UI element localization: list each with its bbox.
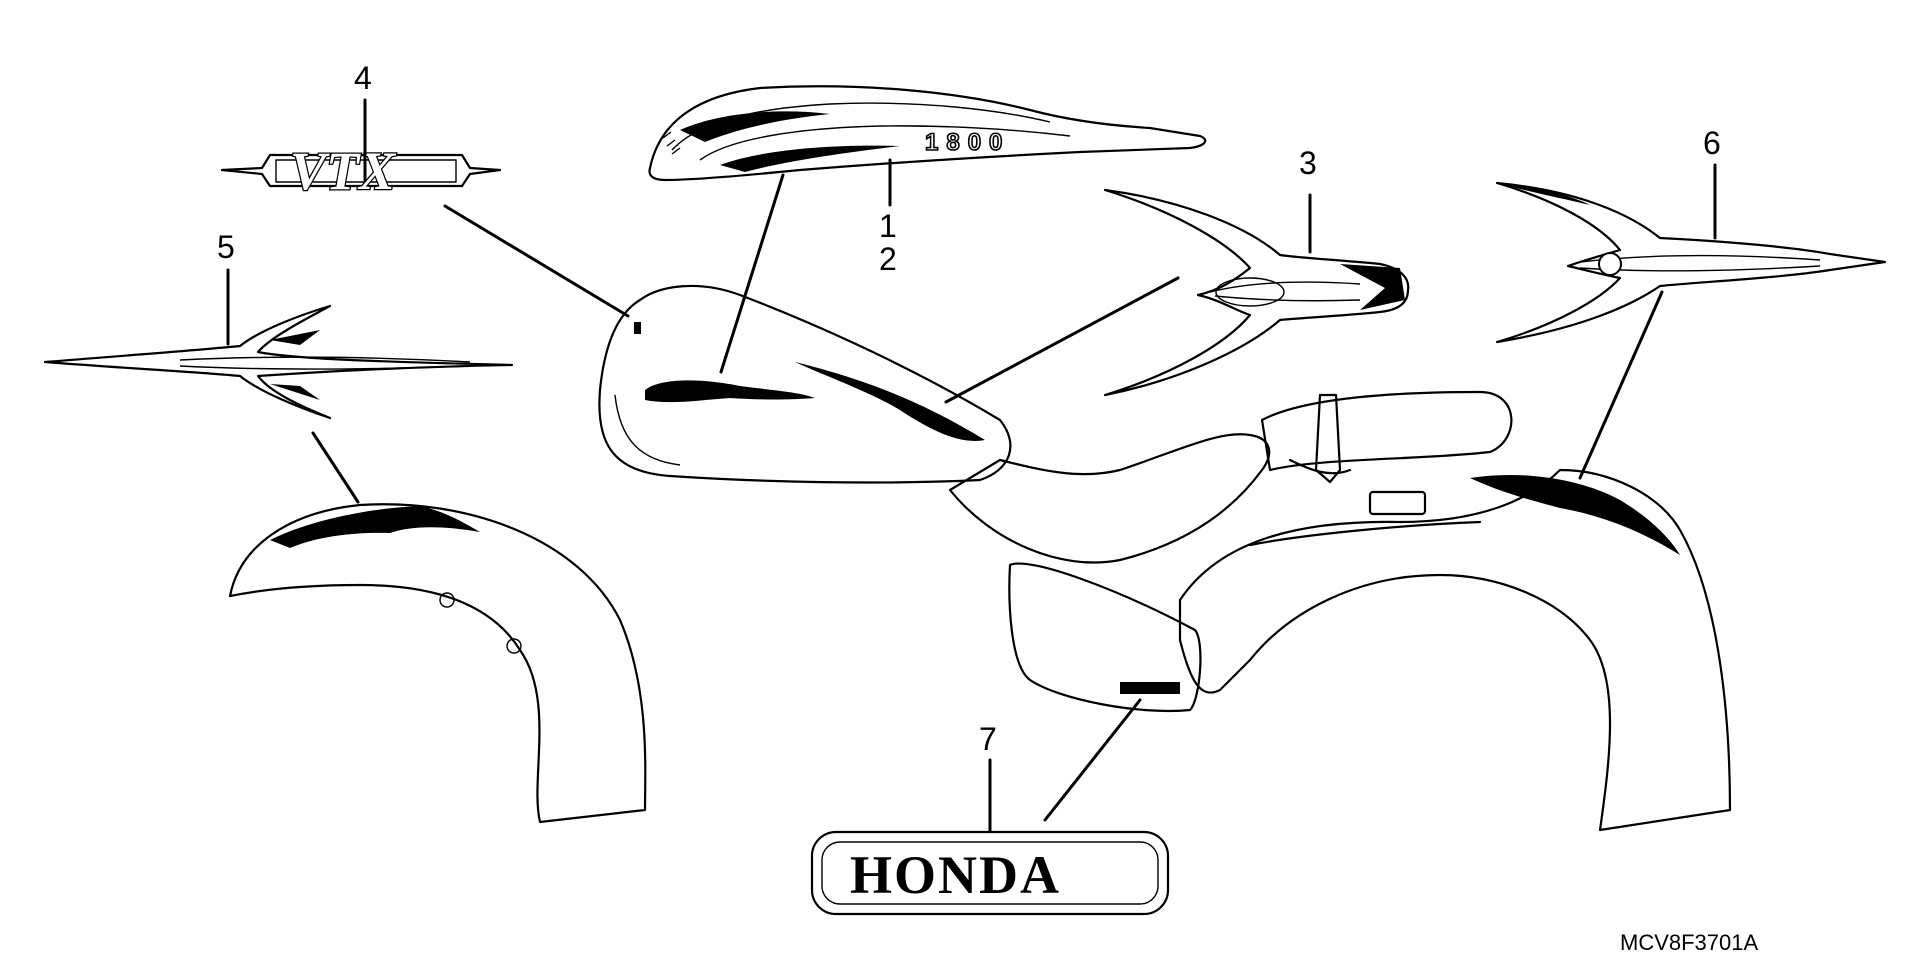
tank-stripe-1800-part-1-2[interactable]: 1800 [648,85,1207,182]
diagram-code: MCV8F3701A [1620,930,1759,955]
callout-6: 6 [1703,125,1721,161]
callout-7: 7 [979,721,997,757]
rear-fender-outline [1178,468,1732,832]
leader-line-1-to-tank [719,173,785,374]
leader-line-7-to-cover [1043,698,1142,822]
callout-2: 2 [879,241,897,277]
honda-emblem-part-7[interactable]: HONDA [810,830,1170,916]
callout-5: 5 [217,229,235,265]
side-cover-outline [1008,562,1202,713]
front-fender-outline [228,503,647,824]
tank-flame-decal-part-3[interactable] [1103,188,1410,397]
vtx-emblem-text: VTX [290,141,397,201]
leader-line-4-to-tank [443,204,630,318]
tank-stripe-number: 1800 [925,129,1010,156]
front-fender-decal-part-5[interactable] [43,304,514,420]
honda-emblem-text: HONDA [850,845,1061,905]
callout-4: 4 [354,60,372,96]
callout-3: 3 [1299,145,1317,181]
vtx-emblem-part-4[interactable]: VTX [220,140,502,202]
fuel-tank-outline [598,284,1012,484]
callout-1: 1 [879,208,897,244]
leader-line-3-to-tank [944,276,1180,404]
seat-outline [948,390,1513,564]
leader-line-5-to-fender [311,431,360,504]
rear-fender-decal-part-6[interactable] [1495,181,1887,344]
leader-line-6-to-fender [1578,290,1664,480]
